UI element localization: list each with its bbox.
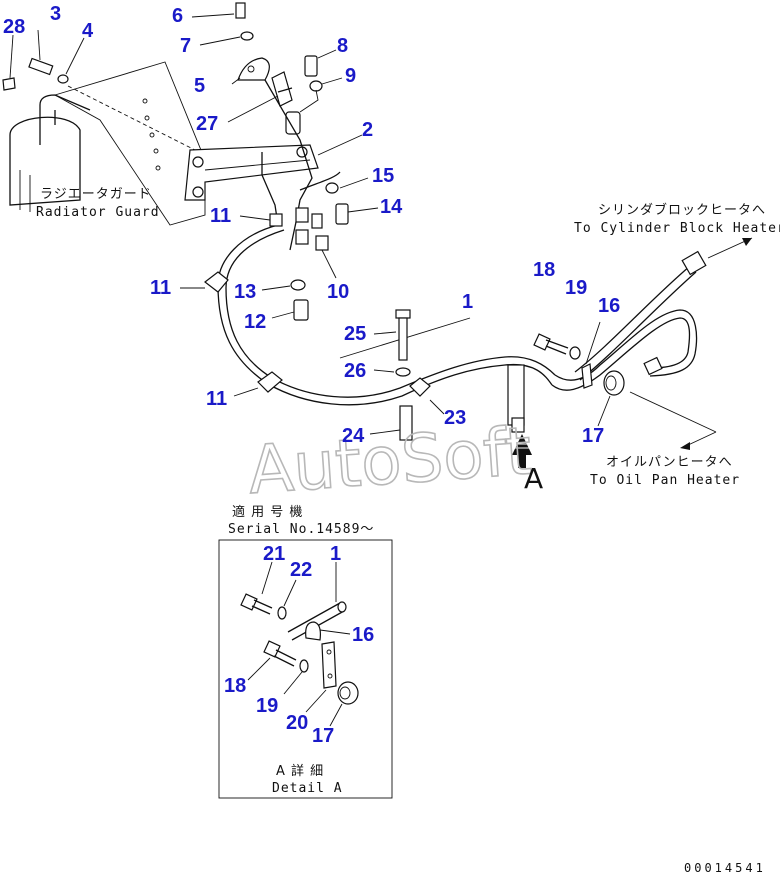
bracket-2 xyxy=(184,134,363,201)
detail-callout-22: 22 xyxy=(290,559,312,581)
washer-13 xyxy=(261,279,306,291)
callout-14: 14 xyxy=(380,196,403,218)
cylinder-heater-label-jp: シリンダブロックヒータへ xyxy=(598,202,766,218)
callout-10: 10 xyxy=(327,281,349,303)
detail-a-inset: 適 用 号 機 Serial No.14589～ xyxy=(218,504,393,799)
callout-7: 7 xyxy=(180,35,191,57)
callout-13: 13 xyxy=(234,281,256,303)
callout-23: 23 xyxy=(444,407,466,429)
detail-callout-17: 17 xyxy=(312,725,334,747)
radiator-guard xyxy=(9,61,206,226)
callout-3: 3 xyxy=(50,3,61,25)
bracket-24 xyxy=(369,405,413,441)
radiator-guard-label-en: Radiator Guard xyxy=(36,205,160,220)
callout-24: 24 xyxy=(342,425,365,447)
callout-11-left: 11 xyxy=(150,277,171,299)
bolt-12 xyxy=(271,299,309,321)
callout-9: 9 xyxy=(345,65,356,87)
mount-bracket xyxy=(507,364,525,433)
callout-numbers: 1 2 3 4 5 6 7 8 9 10 11 11 11 12 13 14 1… xyxy=(3,3,620,447)
detail-callout-19: 19 xyxy=(256,695,278,717)
view-a-arrow xyxy=(512,434,532,468)
radiator-guard-label-jp: ラジエータガード xyxy=(40,187,152,202)
tag-28 xyxy=(2,34,16,91)
detail-title-en: Detail A xyxy=(272,781,343,796)
callout-28: 28 xyxy=(3,16,25,38)
bolt-25 xyxy=(373,309,411,361)
callout-5: 5 xyxy=(194,75,205,97)
serial-label-jp: 適 用 号 機 xyxy=(232,504,303,520)
callout-6: 6 xyxy=(172,5,183,27)
callout-11-upper: 11 xyxy=(210,205,231,227)
callout-11-lower: 11 xyxy=(206,388,227,410)
bolt-14 xyxy=(335,203,379,225)
detail-title-jp: A 詳 細 xyxy=(276,763,324,779)
cylinder-heater-label-en: To Cylinder Block Heater xyxy=(574,221,780,236)
callout-12: 12 xyxy=(244,311,266,333)
bolt-6 xyxy=(191,2,246,19)
oil-pan-heater-label-en: To Oil Pan Heater xyxy=(590,473,740,488)
callout-19: 19 xyxy=(565,277,587,299)
bolt-3 xyxy=(28,29,54,76)
detail-callout-1: 1 xyxy=(330,543,341,565)
callout-4: 4 xyxy=(82,20,94,42)
callout-8: 8 xyxy=(337,35,348,57)
washer-15 xyxy=(325,177,369,194)
callout-25: 25 xyxy=(344,323,366,345)
oil-pan-heater-label-jp: オイルパンヒータへ xyxy=(606,455,733,470)
callout-16: 16 xyxy=(598,295,620,317)
connector-27 xyxy=(227,71,293,123)
clamp-23 xyxy=(409,377,445,415)
callout-1: 1 xyxy=(462,291,473,313)
detail-callout-20: 20 xyxy=(286,712,308,734)
callout-17: 17 xyxy=(582,425,604,447)
detail-callout-16: 16 xyxy=(352,624,374,646)
callout-18: 18 xyxy=(533,259,555,281)
washer-4 xyxy=(57,37,85,84)
clamp-11 xyxy=(180,213,283,397)
view-a-label: A xyxy=(524,462,543,495)
callout-27: 27 xyxy=(196,113,218,135)
drawing-code: 00014541 xyxy=(684,861,766,875)
bolt-8 xyxy=(304,49,337,77)
washer-9 xyxy=(299,77,343,113)
callout-2: 2 xyxy=(362,119,373,141)
detail-callout-21: 21 xyxy=(263,543,285,565)
callout-15: 15 xyxy=(372,165,394,187)
washer-7 xyxy=(199,31,254,46)
watermark: AutoSoft xyxy=(246,413,534,510)
bolt-18 xyxy=(533,333,569,355)
harness-1 xyxy=(217,224,707,406)
cylinder-heater-arrow xyxy=(707,237,753,259)
clamp-5 xyxy=(231,57,270,85)
detail-callout-18: 18 xyxy=(224,675,246,697)
serial-label-en: Serial No.14589～ xyxy=(228,522,374,537)
grommet xyxy=(285,111,301,135)
sleeve-17 xyxy=(597,370,625,427)
washer-19 xyxy=(569,346,581,360)
connector-10 xyxy=(295,207,337,279)
oil-pan-heater-arrow xyxy=(629,391,717,450)
washer-26 xyxy=(373,367,411,377)
callout-26: 26 xyxy=(344,360,366,382)
bracket-16 xyxy=(581,321,601,389)
